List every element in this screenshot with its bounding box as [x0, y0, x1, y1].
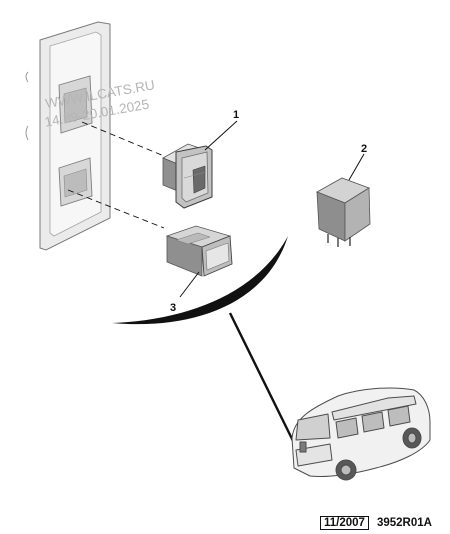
- part-1-rocker-switch: [162, 143, 213, 209]
- footer-date: 11/2007: [320, 516, 369, 530]
- callout-3: 3: [170, 302, 176, 314]
- vehicle-illustration: [291, 387, 431, 481]
- dashed-leader-lines: [67, 121, 165, 229]
- callout-2: 2: [361, 143, 367, 155]
- callout-leaders: [179, 120, 365, 298]
- part-2-relay: [316, 177, 371, 247]
- diagram-footer: 11/2007 3952R01A: [320, 516, 432, 530]
- vehicle-location-leader: [228, 312, 298, 448]
- part-3-push-switch: [165, 225, 233, 277]
- location-sweep: [112, 236, 288, 325]
- footer-reference: 3952R01A: [376, 517, 432, 529]
- door-trim-panel: [25, 21, 111, 251]
- callout-1: 1: [233, 109, 239, 121]
